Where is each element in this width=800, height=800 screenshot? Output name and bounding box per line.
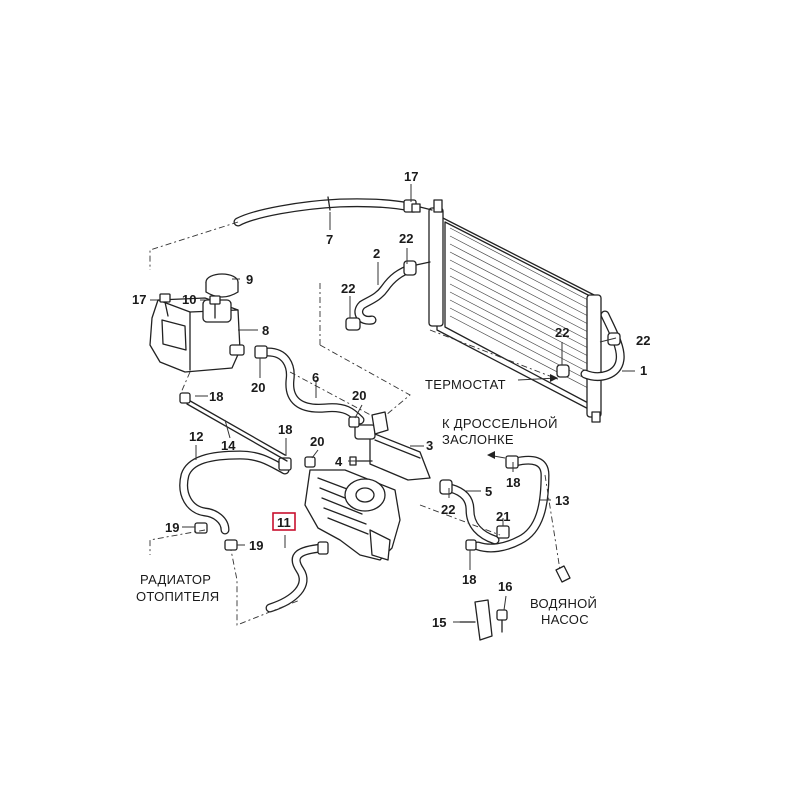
callout-18-d: 18: [462, 572, 476, 587]
label-heater-line1: РАДИАТОР: [140, 572, 211, 587]
bolt-17-top: [411, 203, 421, 213]
rod-14: [179, 392, 288, 462]
bracket-15: [459, 599, 493, 641]
callout-12: 12: [189, 429, 203, 444]
hose-11: [265, 541, 329, 613]
highlight-box-11: [272, 512, 296, 531]
callout-20-a: 20: [251, 380, 265, 395]
callout-22-a: 22: [399, 231, 413, 246]
label-heater-line2: ОТОПИТЕЛЯ: [136, 589, 220, 604]
callout-19-a: 19: [165, 520, 179, 535]
callout-18-a: 18: [209, 389, 223, 404]
label-throttle-line2: ЗАСЛОНКЕ: [442, 432, 514, 447]
hose-6: [254, 345, 365, 425]
bolt-16: [496, 609, 508, 633]
bolt-17-left: [159, 293, 171, 317]
callout-16: 16: [498, 579, 512, 594]
callout-1: 1: [640, 363, 647, 378]
throttle-arrow: [487, 451, 495, 459]
callout-22-b: 22: [341, 281, 355, 296]
label-pump-line2: НАСОС: [541, 612, 589, 627]
callout-2: 2: [373, 246, 380, 261]
hose-7: [233, 196, 433, 227]
callout-17-left: 17: [132, 292, 146, 307]
callout-22-c: 22: [636, 333, 650, 348]
callout-20-b: 20: [310, 434, 324, 449]
label-throttle-line1: К ДРОССЕЛЬНОЙ: [442, 416, 558, 431]
callout-13: 13: [555, 493, 569, 508]
callout-9: 9: [246, 272, 253, 287]
callout-22-e: 22: [441, 502, 455, 517]
callout-20-c: 20: [352, 388, 366, 403]
callout-19-b: 19: [249, 538, 263, 553]
callout-6: 6: [312, 370, 319, 385]
outlet-3: [354, 411, 431, 481]
callout-18-c: 18: [506, 475, 520, 490]
label-pump-line1: ВОДЯНОЙ: [530, 596, 597, 611]
callout-18-b: 18: [278, 422, 292, 437]
callout-22-d: 22: [555, 325, 569, 340]
callout-17-top: 17: [404, 169, 418, 184]
expansion-tank: [149, 297, 245, 373]
callout-11: 11: [277, 515, 291, 530]
label-thermostat: ТЕРМОСТАТ: [425, 377, 506, 392]
callout-5: 5: [485, 484, 492, 499]
bolt-10: [209, 295, 221, 319]
callout-4: 4: [335, 454, 343, 469]
cap-9: [205, 273, 239, 298]
clamp-20-b: [304, 456, 316, 468]
callout-21: 21: [496, 509, 510, 524]
leader-lines: [150, 184, 635, 623]
callout-14: 14: [221, 438, 236, 453]
callout-15: 15: [432, 615, 446, 630]
clip-19b: [224, 539, 238, 551]
callout-8: 8: [262, 323, 269, 338]
thermostat-arrow: [550, 374, 558, 382]
callout-10: 10: [182, 292, 196, 307]
engine-intake: [304, 469, 401, 561]
hose-2: [345, 260, 431, 331]
callout-3: 3: [426, 438, 433, 453]
hose-12: [179, 450, 292, 535]
callout-7: 7: [326, 232, 333, 247]
clamp-20-c: [348, 416, 360, 428]
